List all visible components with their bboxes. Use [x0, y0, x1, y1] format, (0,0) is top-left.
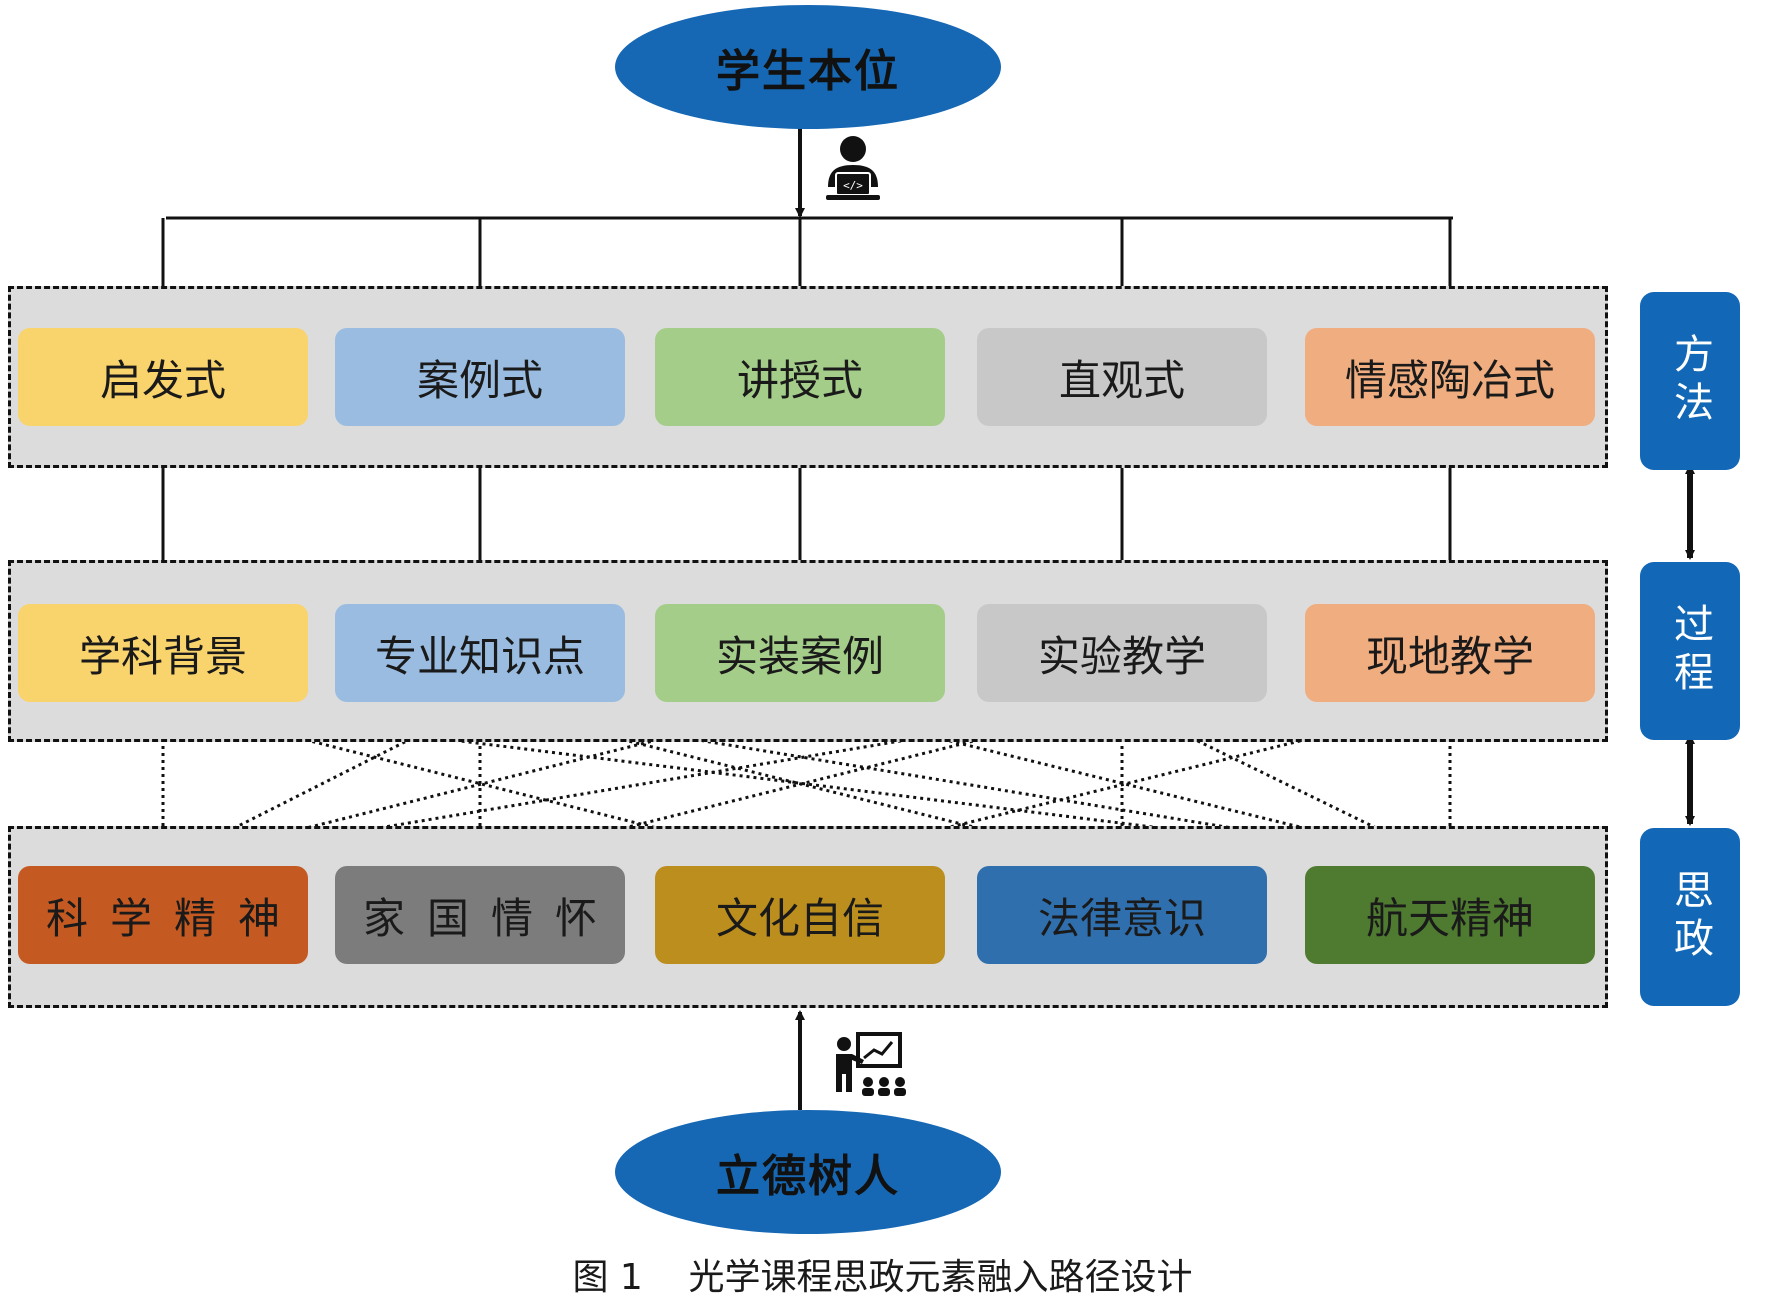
- side-label-text: 方法: [1667, 333, 1713, 429]
- process-box-subject-background: 学科背景: [18, 604, 308, 702]
- method-label: 直观式: [1058, 355, 1185, 405]
- process-label: 专业知识点: [374, 631, 585, 681]
- process-label: 实验教学: [1037, 631, 1206, 681]
- method-label: 案例式: [416, 355, 543, 405]
- top-ellipse-node: 学生本位: [615, 5, 1001, 129]
- process-box-onsite-teaching: 现地教学: [1305, 604, 1595, 702]
- ideology-label: 航天精神: [1365, 893, 1534, 943]
- student-laptop-icon: </>: [826, 136, 880, 200]
- process-box-equipment-cases: 实装案例: [655, 604, 945, 702]
- figure-caption: 图 1 光学课程思政元素融入路径设计: [572, 1257, 1193, 1298]
- bottom-ellipse-node: 立德树人: [615, 1110, 1001, 1234]
- ideology-box-legal-awareness: 法律意识: [977, 866, 1267, 964]
- method-label: 启发式: [99, 355, 226, 405]
- side-label-process: 过程: [1640, 562, 1740, 740]
- teacher-board-icon: [836, 1032, 906, 1096]
- method-box-heuristic: 启发式: [18, 328, 308, 426]
- method-box-case: 案例式: [335, 328, 625, 426]
- ideology-box-aerospace-spirit: 航天精神: [1305, 866, 1595, 964]
- side-label-text: 思政: [1667, 869, 1713, 965]
- ideology-label: 家国情怀: [362, 893, 619, 943]
- side-label-ideology: 思政: [1640, 828, 1740, 1006]
- top-node-label: 学生本位: [716, 46, 900, 97]
- side-label-text: 过程: [1667, 603, 1713, 699]
- method-box-lecture: 讲授式: [655, 328, 945, 426]
- dotted-link: [479, 702, 1123, 866]
- method-box-intuitive: 直观式: [977, 328, 1267, 426]
- ideology-label: 法律意识: [1037, 893, 1206, 943]
- process-box-knowledge-points: 专业知识点: [335, 604, 625, 702]
- method-label: 讲授式: [736, 355, 863, 405]
- process-box-experiment-teaching: 实验教学: [977, 604, 1267, 702]
- ideology-box-patriotism: 家国情怀: [335, 866, 625, 964]
- ideology-box-cultural-confidence: 文化自信: [655, 866, 945, 964]
- svg-text:</>: </>: [843, 179, 863, 192]
- ideology-box-scientific-spirit: 科学精神: [18, 866, 308, 964]
- process-label: 现地教学: [1365, 631, 1534, 681]
- ideology-label: 科学精神: [45, 893, 302, 943]
- bottom-node-label: 立德树人: [716, 1151, 900, 1202]
- method-box-emotional: 情感陶冶式: [1305, 328, 1595, 426]
- process-label: 学科背景: [78, 631, 247, 681]
- process-label: 实装案例: [715, 631, 884, 681]
- side-label-methods: 方法: [1640, 292, 1740, 470]
- ideology-label: 文化自信: [715, 893, 884, 943]
- dotted-link: [1121, 702, 1451, 866]
- method-label: 情感陶冶式: [1344, 355, 1555, 405]
